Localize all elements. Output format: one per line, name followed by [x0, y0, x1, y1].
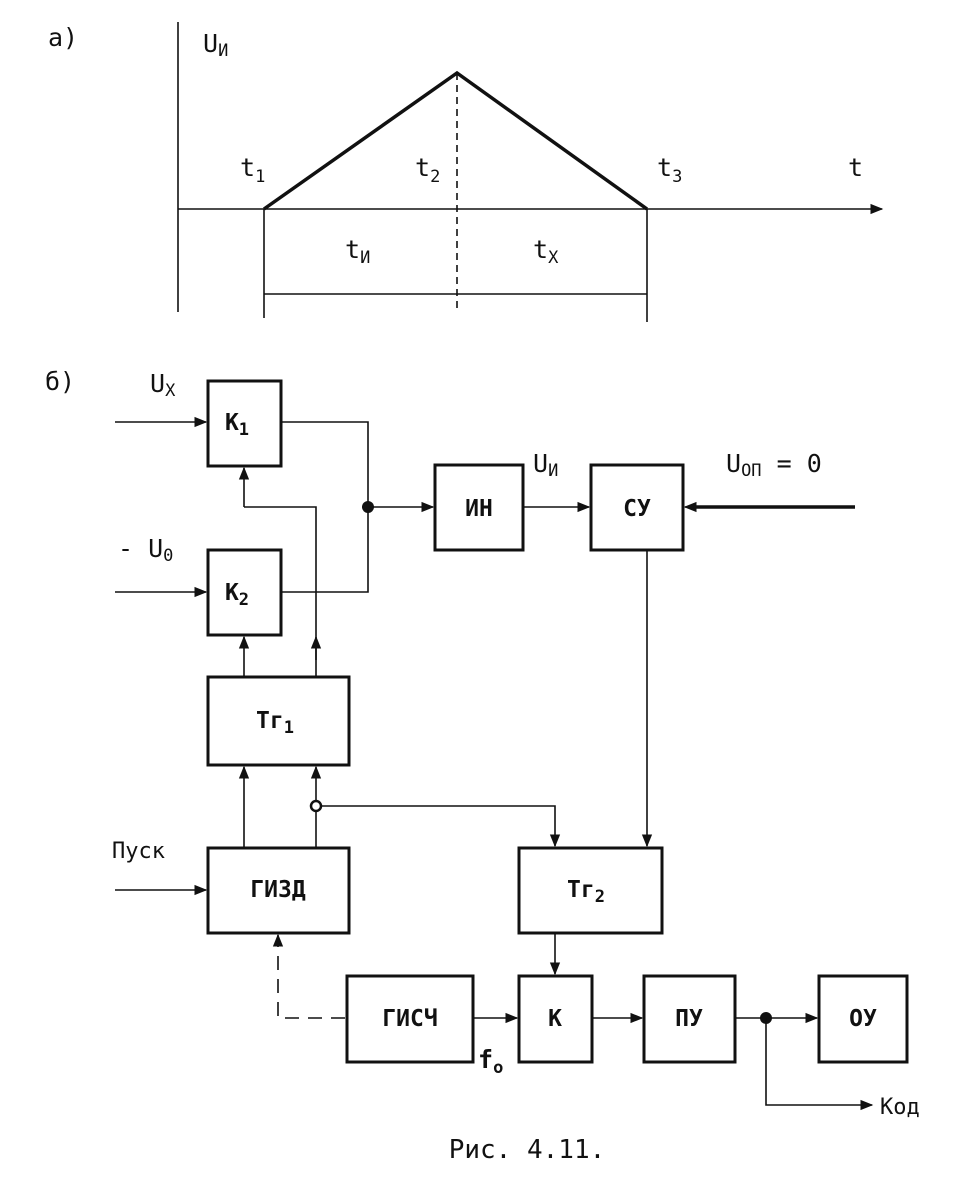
- t1-label: t1: [240, 153, 265, 187]
- code-label: Код: [880, 1095, 920, 1120]
- block-tg2: Тг2: [517, 846, 664, 935]
- tg1-text: Тг1: [256, 708, 294, 738]
- k2-text: К2: [225, 580, 249, 610]
- gisch-text: ГИСЧ: [382, 1006, 437, 1032]
- gizd-text: ГИЗД: [250, 877, 306, 903]
- integrator-voltage-curve: [262, 70, 649, 211]
- block-pu: ПУ: [642, 974, 737, 1064]
- block-k: К: [517, 974, 594, 1064]
- ou-text: ОУ: [849, 1006, 877, 1032]
- su-text: СУ: [623, 496, 651, 522]
- x-axis-label: t: [848, 153, 863, 182]
- block-in: ИН: [433, 463, 525, 552]
- t2-label: t2: [415, 153, 440, 187]
- panel-b-label: б): [45, 367, 75, 396]
- ux-label: UX: [150, 369, 176, 401]
- fo-label: fо: [478, 1045, 503, 1078]
- t3-label: t3: [657, 153, 682, 187]
- ui-label: UИ: [533, 449, 558, 481]
- pu-text: ПУ: [675, 1006, 703, 1032]
- connections: [115, 416, 874, 1111]
- block-gisch: ГИСЧ: [345, 974, 475, 1064]
- start-label: Пуск: [112, 839, 165, 864]
- block-ou: ОУ: [817, 974, 909, 1064]
- tg1-to-k1-line: [244, 506, 317, 677]
- figure-caption: Рис. 4.11.: [449, 1135, 606, 1165]
- in-text: ИН: [465, 496, 493, 522]
- y-axis-label: UИ: [203, 29, 228, 61]
- tx-label: tX: [533, 235, 559, 268]
- block-k1: К1: [206, 379, 283, 468]
- block-k2: К2: [206, 548, 283, 637]
- uop-label: UОП = 0: [726, 449, 822, 481]
- tg2-text: Тг2: [567, 877, 605, 907]
- k-text: К: [548, 1006, 562, 1032]
- u0-label: - U0: [118, 534, 173, 566]
- code-output-arrow: [765, 1018, 874, 1111]
- timing-diagram: а) UИ t t1 t2 t3 tИ tX: [48, 22, 884, 322]
- block-gizd: ГИЗД: [206, 846, 351, 935]
- panel-a-label: а): [48, 23, 78, 52]
- block-diagram: б) UX - U0 UИ UОП = 0 Пуск fо Код К1 К2 …: [45, 367, 920, 1165]
- branch-node: [309, 799, 323, 813]
- block-su: СУ: [589, 463, 685, 552]
- k1-text: К1: [225, 410, 249, 440]
- gisch-to-gizd-dashed: [272, 933, 345, 1019]
- block-tg1: Тг1: [206, 675, 351, 767]
- ti-label: tИ: [345, 235, 370, 268]
- to-tg2-arrow: [321, 805, 561, 848]
